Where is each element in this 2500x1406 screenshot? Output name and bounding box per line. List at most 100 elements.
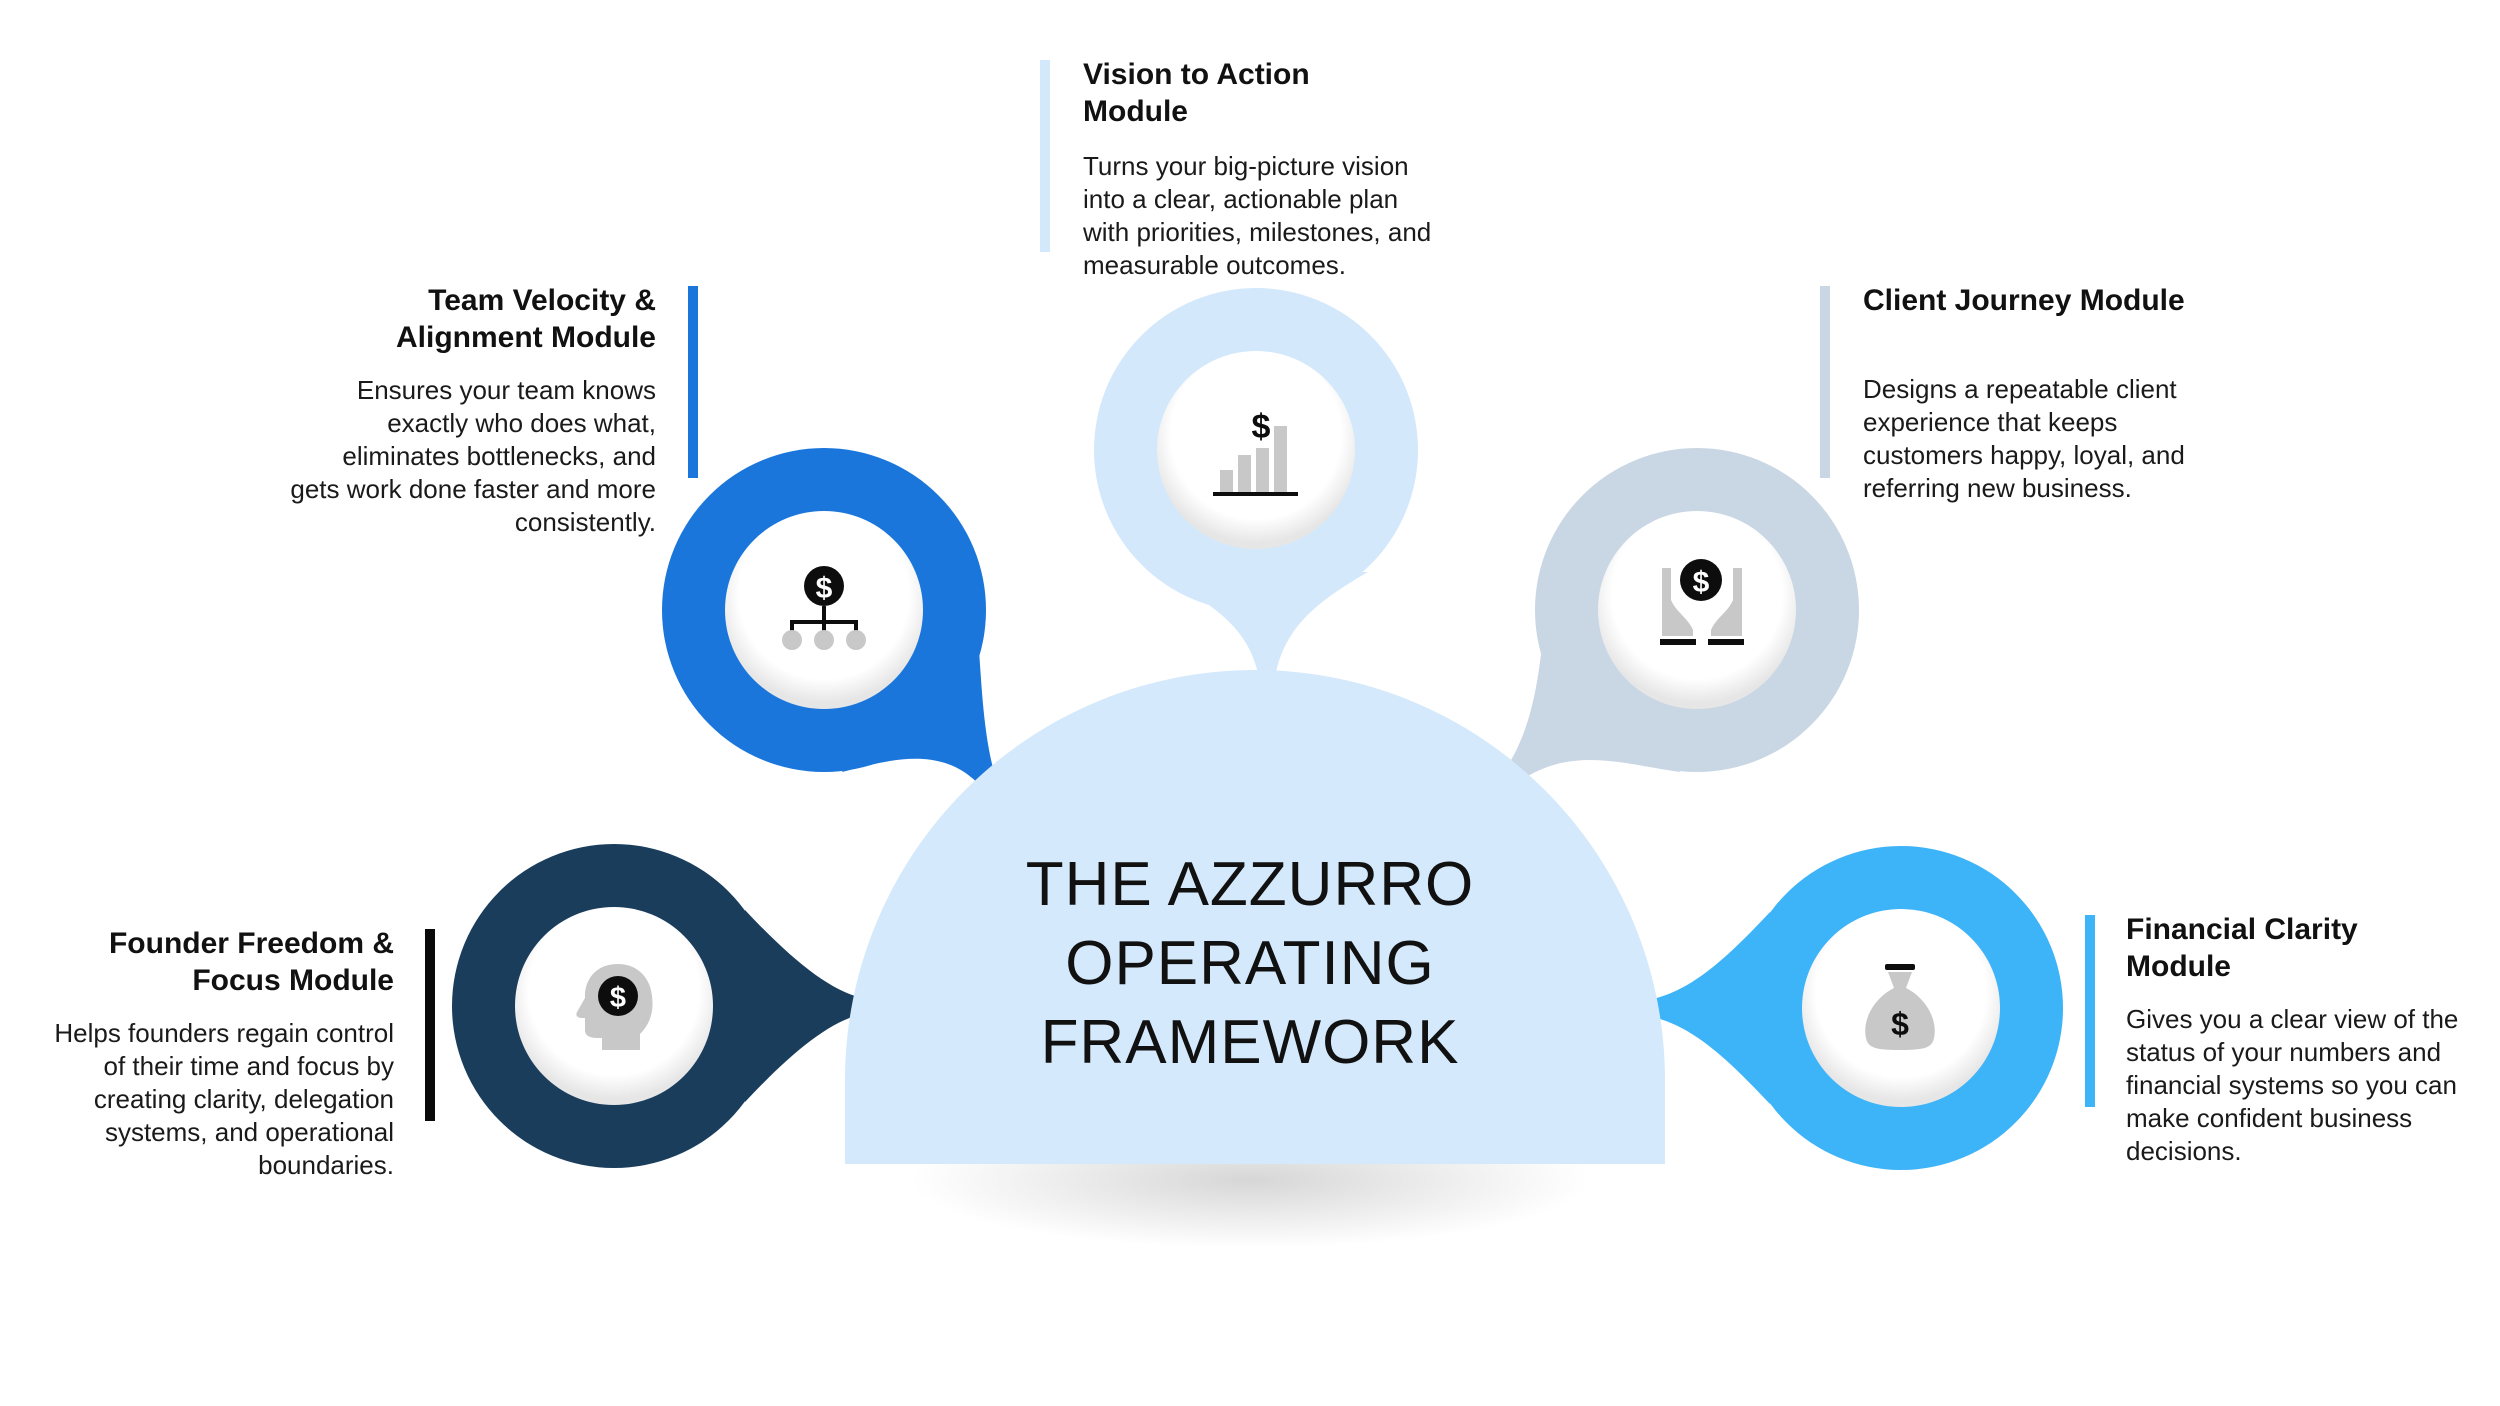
financial-title: Financial Clarity Module — [2126, 911, 2498, 985]
head-dollar-icon: $ — [576, 964, 653, 1050]
founder-accent-bar — [425, 929, 435, 1121]
founder-text: Founder Freedom & Focus Module Helps fou… — [10, 925, 394, 1182]
vision-description-line: with priorities, milestones, and — [1083, 217, 1432, 247]
team-description-line: gets work done faster and more — [290, 474, 656, 504]
money-bag-body — [1865, 988, 1935, 1050]
financial-description-line: make confident business — [2126, 1103, 2413, 1133]
team-accent-bar — [688, 286, 698, 478]
bar-chart-bar — [1256, 448, 1269, 492]
client-title-line: Client Journey Module — [1863, 284, 2185, 317]
client-text: Client Journey Module Designs a repeatab… — [1863, 282, 2283, 505]
vision-description-line: measurable outcomes. — [1083, 250, 1347, 280]
client-accent-bar — [1820, 286, 1830, 478]
client-description: Designs a repeatable client experience t… — [1863, 373, 2283, 505]
founder-description: Helps founders regain control of their t… — [10, 1017, 394, 1182]
dollar-hierarchy-icon: $ — [782, 566, 866, 650]
team-title: Team Velocity & Alignment Module — [250, 282, 656, 356]
left-cuff — [1660, 639, 1696, 645]
client-title: Client Journey Module — [1863, 282, 2283, 319]
team-title-line: Alignment Module — [396, 321, 656, 354]
bar-chart-baseline — [1213, 492, 1298, 496]
vision-accent-bar — [1040, 60, 1050, 252]
bar-chart-dollar: $ — [1252, 408, 1271, 446]
founder-pin-tail — [745, 910, 862, 1102]
hierarchy-coin-dollar: $ — [816, 572, 833, 605]
founder-description-line: Helps founders regain control — [54, 1018, 394, 1048]
vision-pin-tail — [1150, 572, 1368, 712]
framework-title: THE AZZURRO OPERATING FRAMEWORK — [990, 845, 1510, 1082]
financial-title-line: Module — [2126, 950, 2231, 983]
right-hand — [1711, 568, 1742, 636]
bar-chart-bar — [1274, 426, 1287, 492]
vision-title-line: Vision to Action — [1083, 58, 1310, 91]
hands-dollar-icon: $ — [1660, 559, 1744, 645]
bar-chart-bar — [1238, 455, 1251, 492]
team-pin-tail — [842, 532, 1000, 798]
money-bag-dollar: $ — [1891, 1006, 1909, 1042]
client-pin-tail — [1492, 532, 1680, 796]
vision-pin — [1094, 288, 1418, 712]
client-description-line: experience that keeps — [1863, 407, 2118, 437]
money-bag-neck — [1888, 972, 1912, 988]
hands-coin — [1680, 559, 1722, 601]
client-description-line: Designs a repeatable client — [1863, 374, 2177, 404]
hierarchy-line — [854, 620, 858, 634]
vision-title-line: Module — [1083, 95, 1188, 128]
team-title-line: Team Velocity & — [428, 284, 656, 317]
financial-accent-bar — [2085, 915, 2095, 1107]
client-description-line: customers happy, loyal, and — [1863, 440, 2185, 470]
founder-title-line: Founder Freedom & — [108, 927, 394, 960]
money-bag-icon: $ — [1865, 964, 1935, 1050]
founder-description-line: of their time and focus by — [103, 1051, 394, 1081]
bar-chart-dollar-icon: $ — [1213, 408, 1298, 496]
hierarchy-node — [846, 630, 866, 650]
financial-description-line: financial systems so you can — [2126, 1070, 2457, 1100]
client-icon-circle — [1598, 511, 1796, 709]
financial-description-line: status of your numbers and — [2126, 1037, 2442, 1067]
money-bag-tie — [1885, 964, 1915, 970]
team-description-line: consistently. — [514, 507, 656, 537]
vision-title: Vision to Action Module — [1083, 56, 1483, 130]
framework-title-line: THE AZZURRO — [1025, 850, 1475, 919]
founder-title: Founder Freedom & Focus Module — [10, 925, 394, 999]
founder-title-line: Focus Module — [192, 964, 394, 997]
right-cuff — [1708, 639, 1744, 645]
team-description-line: exactly who does what, — [387, 408, 656, 438]
vision-description-line: Turns your big-picture vision — [1083, 151, 1409, 181]
hierarchy-line — [790, 620, 794, 634]
financial-description: Gives you a clear view of the status of … — [2126, 1003, 2498, 1168]
head-coin-dollar: $ — [610, 982, 626, 1014]
financial-pin-tail — [1648, 912, 1770, 1104]
hands-coin-dollar: $ — [1693, 566, 1710, 599]
team-description-line: eliminates bottlenecks, and — [342, 441, 656, 471]
framework-title-line: FRAMEWORK — [1040, 1008, 1460, 1077]
financial-title-line: Financial Clarity — [2126, 913, 2358, 946]
vision-description: Turns your big-picture vision into a cle… — [1083, 150, 1483, 282]
team-text: Team Velocity & Alignment Module Ensures… — [250, 282, 656, 539]
financial-description-line: Gives you a clear view of the — [2126, 1004, 2459, 1034]
head-coin — [598, 976, 638, 1016]
client-pin — [1492, 448, 1859, 796]
vision-text: Vision to Action Module Turns your big-p… — [1083, 56, 1483, 282]
founder-description-line: systems, and operational — [104, 1117, 394, 1147]
team-description-line: Ensures your team knows — [356, 375, 656, 405]
financial-pin — [1648, 846, 2063, 1170]
left-hand — [1662, 568, 1693, 636]
founder-description-line: boundaries. — [258, 1150, 394, 1180]
center-dome — [845, 670, 1665, 1164]
hierarchy-line — [822, 620, 826, 634]
financial-text: Financial Clarity Module Gives you a cle… — [2126, 911, 2498, 1168]
framework-title-line: OPERATING — [1065, 929, 1435, 998]
hierarchy-line — [822, 606, 826, 622]
hierarchy-node — [782, 630, 802, 650]
vision-description-line: into a clear, actionable plan — [1083, 184, 1399, 214]
bar-chart-bar — [1220, 470, 1233, 492]
financial-description-line: decisions. — [2126, 1136, 2242, 1166]
client-description-line: referring new business. — [1863, 473, 2132, 503]
founder-description-line: creating clarity, delegation — [93, 1084, 394, 1114]
founder-pin — [452, 844, 862, 1168]
team-description: Ensures your team knows exactly who does… — [250, 374, 656, 539]
hierarchy-coin — [804, 566, 844, 606]
hierarchy-node — [814, 630, 834, 650]
